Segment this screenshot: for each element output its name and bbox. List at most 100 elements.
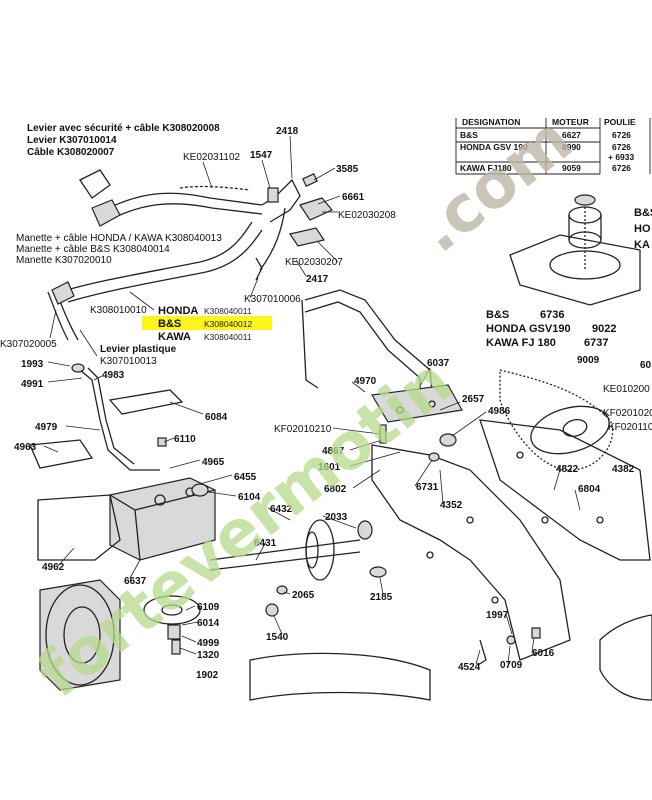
part-callouts: 2418 KE02031102 1547 3585 6661 KE0203020… (0, 126, 652, 681)
callout-6661: 6661 (342, 192, 365, 203)
gearbox-assembly (29, 363, 541, 691)
callout-2418: 2418 (276, 126, 299, 137)
belt-bs: B&S (486, 309, 509, 321)
label-manette-cable-honda: Manette + câble HONDA / KAWA K308040013 (16, 233, 222, 244)
label-levier-securite: Levier avec sécurité + câble K308020008 (27, 123, 220, 134)
callout-6637: 6637 (124, 576, 147, 587)
callout-4524: 4524 (458, 662, 481, 673)
callout-1320: 1320 (197, 650, 220, 661)
watermark-brand: fortevermotin (24, 345, 466, 713)
callout-1997: 1997 (486, 610, 509, 621)
callout-6110: 6110 (174, 434, 196, 445)
label-cable: Câble K308020007 (27, 147, 115, 158)
callout-4962: 4962 (42, 562, 65, 573)
belt-bs-value: 6736 (540, 309, 564, 321)
callout-4979: 4979 (35, 422, 58, 433)
callout-6084: 6084 (205, 412, 228, 423)
callout-KF0201020: KF0201020 (603, 408, 652, 419)
callout-6802: 6802 (324, 484, 347, 495)
variant-honda-name: HONDA (158, 305, 198, 317)
callout-4970: 4970 (354, 376, 377, 387)
callout-1547: 1547 (250, 150, 273, 161)
callout-1601: 1601 (318, 462, 341, 473)
callout-1902: 1902 (196, 670, 219, 681)
engine-plate-assembly (509, 194, 641, 306)
callout-9009: 9009 (577, 355, 600, 366)
table-cell: 6726 (612, 163, 631, 173)
table-cell: + 6933 (608, 152, 635, 162)
table-cell: 6627 (562, 130, 581, 140)
callout-2657: 2657 (462, 394, 485, 405)
table-cell: KAWA FJ180 (460, 163, 512, 173)
callout-KE02030207: KE02030207 (285, 257, 343, 268)
callout-6455: 6455 (234, 472, 257, 483)
callout-1540: 1540 (266, 632, 289, 643)
label-levier-plastique: Levier plastique (100, 344, 177, 355)
callout-KE010200: KE010200 (603, 384, 650, 395)
variant-bs-ref: K308040012 (204, 319, 252, 329)
callout-1993: 1993 (21, 359, 44, 370)
leader-lines (43, 135, 581, 665)
table-cell: 9059 (562, 163, 581, 173)
callout-6731: 6731 (416, 482, 439, 493)
callout-KE02031102: KE02031102 (183, 152, 241, 163)
belt-honda: HONDA GSV190 (486, 323, 571, 335)
bs-highlight (142, 316, 272, 330)
table-cell: 8990 (562, 142, 581, 152)
callout-4867: 4867 (322, 446, 345, 457)
belt-kawa: KAWA FJ 180 (486, 337, 556, 349)
callout-4352: 4352 (440, 500, 463, 511)
callout-6431: 6431 (254, 538, 277, 549)
table-header-moteur: MOTEUR (552, 117, 589, 127)
handlebar-variants: HONDA K308040011 B&S K308040012 KAWA K30… (142, 305, 272, 343)
callout-4965: 4965 (202, 457, 225, 468)
callout-3585: 3585 (336, 164, 359, 175)
callout-0709: 0709 (500, 660, 523, 671)
variant-bs-name: B&S (158, 318, 181, 330)
belt-kawa-value: 6737 (584, 337, 608, 349)
callout-KE02030208: KE02030208 (338, 210, 396, 221)
callout-6109: 6109 (197, 602, 220, 613)
callout-K307020005: K307020005 (0, 339, 57, 350)
table-cell: B&S (460, 130, 478, 140)
belt-references: B&S 6736 HONDA GSV190 9022 KAWA FJ 180 6… (486, 207, 652, 349)
belt-honda-value: 9022 (592, 323, 616, 335)
variant-kawa-name: KAWA (158, 331, 191, 343)
callout-2185: 2185 (370, 592, 393, 603)
callout-6804: 6804 (578, 484, 601, 495)
engine-pulley-table: DESIGNATION MOTEUR POULIE B&S 6627 6726 … (455, 117, 651, 175)
callout-2417: 2417 (306, 274, 329, 285)
table-header-poulie: POULIE (604, 117, 636, 127)
callout-60: 60 (640, 360, 652, 371)
variant-honda-ref: K308040011 (204, 306, 252, 316)
callout-6014: 6014 (197, 618, 220, 629)
edge-ka: KA (634, 239, 650, 251)
callout-4999: 4999 (197, 638, 220, 649)
callout-4382: 4382 (612, 464, 635, 475)
frame-assembly (249, 289, 652, 701)
table-header-designation: DESIGNATION (462, 117, 520, 127)
callout-KF020110: KF020110 (608, 422, 652, 433)
callout-4986: 4986 (488, 406, 511, 417)
callout-4822: 4822 (556, 464, 579, 475)
lever-descriptions: Levier avec sécurité + câble K308020008 … (16, 123, 222, 367)
edge-ho: HO (634, 223, 651, 235)
label-manette-cable-bs: Manette + câble B&S K308040014 (16, 244, 170, 255)
callout-KF02010210: KF02010210 (274, 424, 332, 435)
callout-6104: 6104 (238, 492, 261, 503)
edge-bs: B&S (634, 207, 652, 219)
label-manette: Manette K307020010 (16, 255, 112, 266)
callout-K307010006: K307010006 (244, 294, 301, 305)
table-cell: HONDA GSV 190 (460, 142, 528, 152)
callout-4991: 4991 (21, 379, 44, 390)
handlebar-assembly (47, 169, 333, 341)
callout-6037: 6037 (427, 358, 450, 369)
callout-4963: 4963 (14, 442, 37, 453)
label-levier: Levier K307010014 (27, 135, 117, 146)
table-cell: 6726 (612, 142, 631, 152)
callout-4983: 4983 (102, 370, 125, 381)
callout-K308010010: K308010010 (90, 305, 147, 316)
table-cell: 6726 (612, 130, 631, 140)
callout-2065: 2065 (292, 590, 315, 601)
